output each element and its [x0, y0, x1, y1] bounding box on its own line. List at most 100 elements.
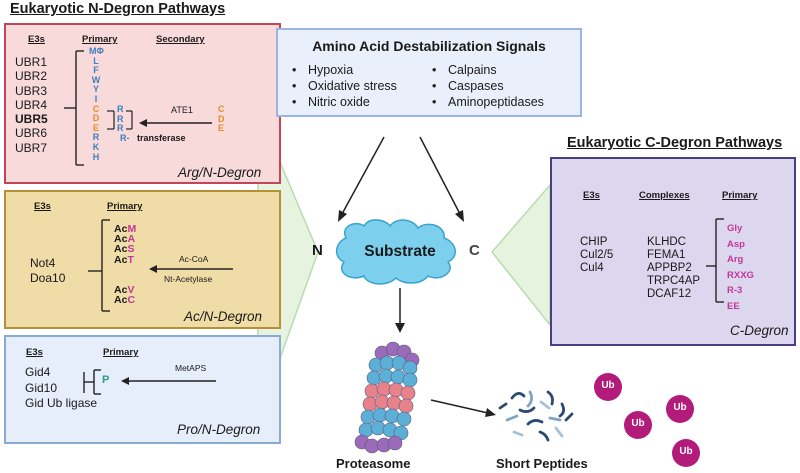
c-primary-header: Primary [722, 190, 758, 201]
pro-enzyme-label: MetAPS [175, 363, 207, 373]
signals-right-list: Calpains Caspases Aminopeptidases [432, 62, 544, 110]
c-e3-item: Cul4 [580, 262, 604, 274]
arg-e3s-header: E3s [28, 34, 45, 45]
arg-e3-item: UBR5 [15, 112, 48, 127]
ac-residue-row: AcM [114, 223, 137, 235]
ac-e3s-header: E3s [34, 201, 51, 212]
ac-residue: V [127, 283, 135, 296]
arg-e3-item: UBR2 [15, 69, 48, 84]
pro-primary-header: Primary [103, 347, 139, 358]
arg-cde-residues: C D E [218, 104, 225, 134]
peptide-fragments [498, 390, 574, 442]
ub-circle [666, 395, 694, 423]
arg-cde-residue: E [218, 123, 225, 134]
c-degron-panel: E3s Complexes Primary CHIP Cul2/5 Cul4 K… [550, 157, 796, 346]
arg-residue: I [94, 93, 98, 104]
ac-n-degron-tag: Ac/N-Degron [184, 309, 263, 324]
pro-e3s-header: E3s [26, 347, 43, 358]
ac-bracket-lines [88, 219, 233, 312]
arg-secondary-header: Secondary [156, 34, 205, 45]
short-peptides-label: Short Peptides [496, 456, 588, 471]
c-residue: Asp [727, 238, 745, 250]
substrate-blob [335, 219, 456, 285]
signal-item: Hypoxia [292, 62, 397, 78]
ub-label: Ub [673, 402, 687, 413]
arg-e3-item: UBR7 [15, 140, 48, 155]
arg-e3-list: UBR1 UBR2 UBR3 UBR4 UBR5 UBR6 UBR7 [15, 55, 48, 155]
signal-item: Nitric oxide [292, 94, 397, 110]
pro-n-degron-tag: Pro/N-Degron [177, 422, 261, 437]
substrate-label: Substrate [364, 243, 436, 260]
arg-secondary-residue: R [117, 113, 124, 124]
pro-bracket-lines [83, 369, 216, 395]
arg-bracket-lines [64, 50, 212, 166]
c-residue: Gly [727, 223, 743, 234]
ub-circle [624, 411, 652, 439]
ub-label: Ub [631, 418, 645, 429]
arg-residue: Y [92, 84, 99, 95]
ac-primary-header: Primary [107, 201, 143, 212]
arg-residue: W [91, 74, 101, 85]
c-e3s-header: E3s [583, 190, 600, 201]
arg-transferase-label: transferase [137, 133, 186, 143]
n-degron-title: Eukaryotic N-Degron Pathways [10, 1, 226, 17]
arg-primary-header: Primary [82, 34, 118, 45]
c-primary-residues: Gly Asp Arg RXXG R-3 EE [727, 221, 754, 315]
pro-n-degron-panel: E3s Primary Gid4 Gid10 Gid Ub ligase P M… [4, 335, 281, 444]
c-residue: EE [727, 300, 740, 312]
ac-residue: C [127, 294, 136, 307]
ac-n-degron-panel: E3s Primary Not4 Doa10 AcM AcA AcS AcT A… [4, 190, 281, 329]
arg-n-degron-tag: Arg/N-Degron [178, 165, 262, 180]
arg-residue: L [93, 55, 99, 66]
ac-residue: A [127, 233, 136, 246]
arg-e3-item: UBR1 [15, 55, 48, 69]
arg-ate1-label: ATE1 [171, 105, 193, 115]
c-complex-item: KLHDC [647, 236, 686, 248]
ac-e3-item: Doa10 [30, 271, 66, 285]
ac-residue: T [127, 253, 134, 266]
c-e3-item: Cul2/5 [580, 249, 614, 261]
arg-residue: C [92, 103, 100, 114]
arg-secondary-residue: R [117, 123, 124, 134]
proteasome-graphic [354, 341, 420, 454]
c-complex-item: DCAF12 [647, 288, 692, 300]
arg-residue: D [92, 113, 100, 124]
arg-primary-residues: MΦ L F W Y I C D E R K H [89, 46, 104, 162]
c-bracket-lines [706, 218, 724, 303]
pro-e3-item: Gid4 [25, 365, 51, 379]
ac-residue-row: AcA [114, 233, 136, 246]
arg-n-degron-panel: E3s Primary Secondary UBR1 UBR2 UBR3 UBR… [4, 23, 281, 184]
arg-residue: E [92, 122, 99, 133]
c-complexes-header: Complexes [639, 190, 690, 201]
c-complex-item: FEMA1 [647, 249, 686, 261]
n-terminus-label: N [312, 242, 323, 259]
ac-primary-residues: AcM AcA AcS AcT AcV AcC [114, 223, 137, 307]
ub-circle [594, 373, 622, 401]
ac-residue: S [127, 243, 135, 256]
pro-e3-item: Gid Ub ligase [25, 396, 98, 410]
c-complex-item: TRPC4AP [647, 275, 701, 287]
signal-arrows [338, 136, 496, 417]
c-residue: RXXG [727, 269, 754, 281]
arg-residue: H [92, 151, 100, 162]
ac-residue-row: AcT [114, 253, 134, 266]
signal-item: Aminopeptidases [432, 94, 544, 110]
proteasome-label: Proteasome [336, 456, 411, 471]
pro-e3-item: Gid10 [25, 380, 58, 395]
arg-cde-residue: C [218, 104, 225, 114]
c-e3-list: CHIP Cul2/5 Cul4 [580, 236, 613, 275]
signals-title: Amino Acid Destabilization Signals [312, 38, 546, 54]
ub-label: Ub [679, 446, 693, 457]
c-residue: R-3 [727, 285, 743, 297]
ac-enzyme-label: Nt-Acetylase [164, 274, 213, 284]
signal-item: Calpains [432, 62, 544, 78]
arg-residue: R [92, 132, 100, 143]
ac-e3-list: Not4 Doa10 [30, 256, 65, 286]
ac-residue-row: AcC [114, 294, 136, 307]
arg-e3-item: UBR3 [15, 83, 48, 98]
arg-residue: F [93, 65, 99, 76]
c-complex-item: APPBP2 [647, 262, 692, 274]
destabilization-signals-panel: Amino Acid Destabilization Signals Hypox… [276, 28, 582, 117]
c-residue: Arg [727, 254, 744, 266]
